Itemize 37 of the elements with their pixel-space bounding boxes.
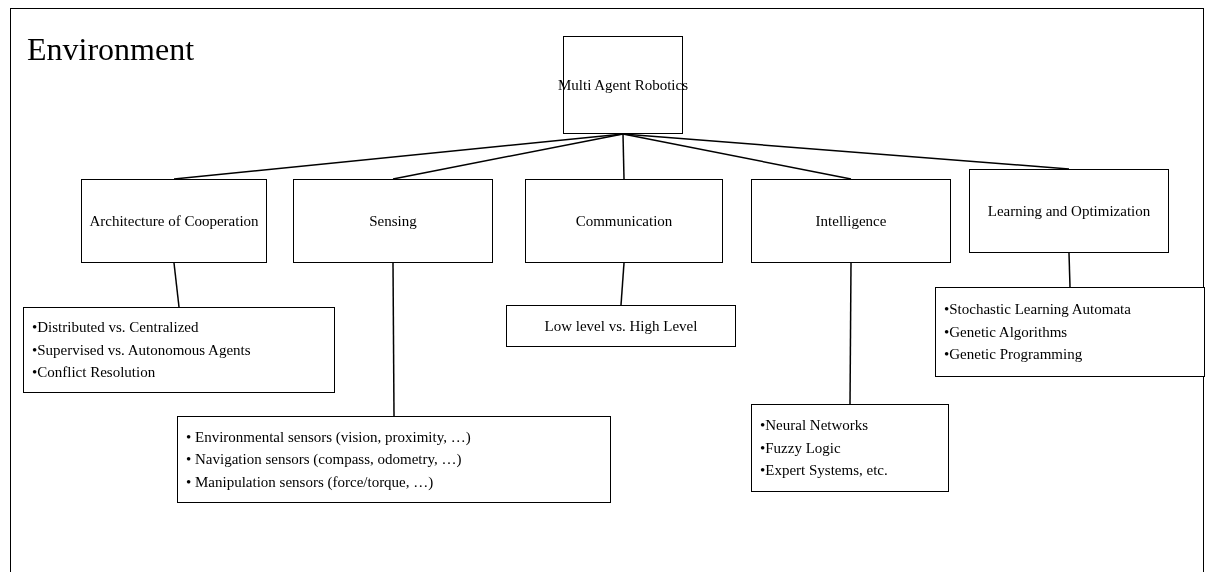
item-list-box	[506, 305, 736, 347]
item-list-box	[969, 169, 1169, 253]
list-item: •Genetic Programming	[944, 345, 1083, 365]
item-list-box	[525, 179, 723, 263]
list-item: Communication	[575, 211, 673, 231]
connector-line	[849, 262, 852, 405]
connector-line	[622, 133, 625, 180]
connector-line	[173, 262, 180, 308]
connector-line	[620, 262, 625, 306]
item-list-box	[935, 287, 1205, 377]
connector-line	[392, 262, 395, 417]
list-item: • Environmental sensors (vision, proximity, …)	[186, 427, 471, 447]
list-item: Sensing	[369, 211, 417, 231]
list-item: •Neural Networks	[760, 416, 869, 436]
list-item: •Expert Systems, etc.	[760, 461, 888, 481]
item-list-box	[23, 307, 335, 393]
list-item: •Conflict Resolution	[32, 363, 156, 383]
list-item: •Stochastic Learning Automata	[944, 300, 1131, 320]
list-item: •Fuzzy Logic	[760, 438, 841, 458]
item-list-box	[751, 179, 951, 263]
connector-line	[392, 133, 624, 180]
list-item: Learning and Optimization	[987, 201, 1151, 221]
list-item: Architecture of Cooperation	[89, 211, 259, 231]
item-list-box	[751, 404, 949, 492]
item-list-box	[177, 416, 611, 503]
connector-line	[1068, 252, 1071, 288]
environment-frame	[10, 8, 1204, 572]
list-item: Intelligence	[815, 211, 887, 231]
list-item: •Distributed vs. Centralized	[32, 318, 199, 338]
list-item: •Supervised vs. Autonomous Agents	[32, 340, 251, 360]
item-list-box	[81, 179, 267, 263]
list-item: • Manipulation sensors (force/torque, …)	[186, 472, 434, 492]
list-item: Low level vs. High Level	[544, 316, 698, 336]
list-item: •Genetic Algorithms	[944, 322, 1068, 342]
list-item: • Navigation sensors (compass, odometry, …)	[186, 450, 462, 470]
frame-title: Environment	[27, 31, 195, 68]
item-list-box	[293, 179, 493, 263]
